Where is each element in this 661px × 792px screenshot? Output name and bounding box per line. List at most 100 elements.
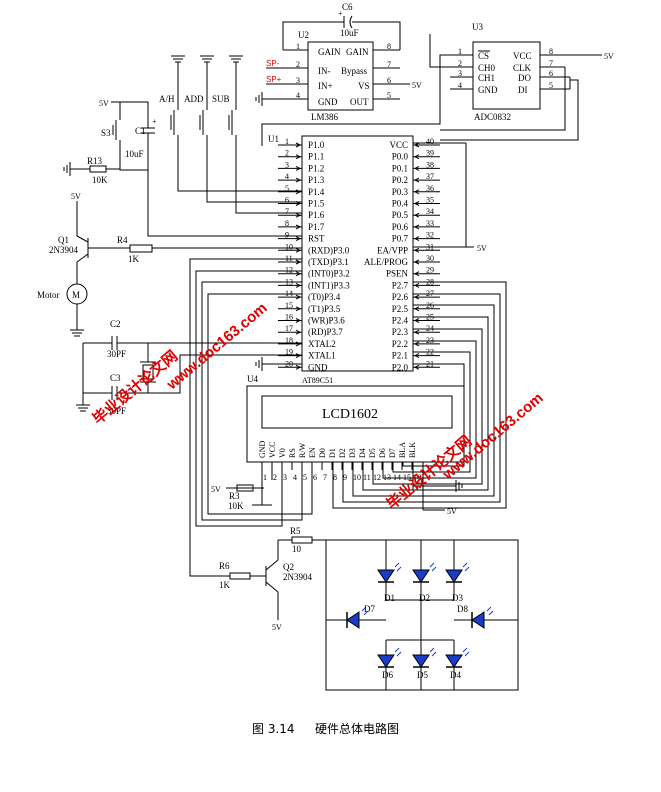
lcd-pin-label: VCC (268, 442, 277, 458)
led-d4: D4 (445, 647, 470, 680)
u1-pin-num-left: 2 (285, 149, 289, 158)
crystal-circuit: C2 30PF C3 30PF (76, 319, 302, 416)
u1-pin-num-left: 15 (285, 301, 293, 310)
u2-pin-vs: VS (358, 81, 370, 91)
u1-pin-label-right: P0.3 (392, 187, 409, 197)
u1-pin-label-right: VCC (389, 140, 408, 150)
led-d3: D3 (445, 562, 470, 603)
u1-pin-label-right: P2.0 (392, 362, 409, 372)
c1-plus: + (152, 117, 157, 126)
u1-pin-label-right: P0.1 (392, 163, 408, 173)
watermark-cn-1: 毕业设计论文网 (89, 347, 181, 428)
u3-pin-ch0: CH0 (478, 63, 496, 73)
u2-num-5: 5 (387, 91, 391, 100)
u2-ref: U2 (298, 30, 309, 40)
led-d5: D5 (412, 647, 437, 680)
lcd-pin-num: 5 (303, 473, 307, 482)
lcd-pin-num: 6 (313, 473, 317, 482)
c3-ref: C3 (110, 373, 121, 383)
lcd-pin-label: GND (258, 440, 267, 458)
u3-num-5: 5 (549, 81, 553, 90)
c6-ref: C6 (342, 2, 353, 12)
u2-num-2: 2 (296, 60, 300, 69)
r6-ref: R6 (219, 561, 230, 571)
u1-pin-label-right: P0.6 (392, 222, 409, 232)
u1-pin-label-left: XTAL1 (308, 351, 336, 361)
u1-pin-label-left: (TXD)P3.1 (308, 257, 349, 267)
led-label: D5 (417, 670, 428, 680)
u1-pin-label-left: P1.4 (308, 187, 325, 197)
r5-value: 10 (292, 544, 302, 554)
r3-value: 10K (228, 501, 244, 511)
keypad-buttons: A/H ADD SUB (159, 55, 302, 214)
s3-5v-label: 5V (99, 99, 109, 108)
u1-pin-label-left: P1.7 (308, 222, 325, 232)
figure-number: 图 3.14 (252, 722, 295, 736)
r5-ref: R5 (290, 526, 301, 536)
u1-pin-num-left: 4 (285, 172, 289, 181)
u3-num-7: 7 (549, 59, 553, 68)
u3-name: ADC0832 (474, 112, 511, 122)
lcd-pin-label: D3 (348, 448, 357, 458)
u1-pin-label-right: P0.4 (392, 199, 409, 209)
lcd-pin-num: 4 (293, 473, 297, 482)
lcd-pin-label: EN (308, 447, 317, 458)
u3-num-4: 4 (458, 81, 462, 90)
u1-right-pins: 40VCC39P0.038P0.137P0.236P0.335P0.434P0.… (364, 137, 440, 372)
u1-pin-label-left: P1.6 (308, 210, 325, 220)
u3-pin-clk: CLK (513, 63, 532, 73)
u1-pin-label-right: P0.2 (392, 175, 408, 185)
u2-5v-label: 5V (412, 81, 422, 90)
u3-num-6: 6 (549, 69, 553, 78)
lcd-pin-num: 7 (323, 473, 327, 482)
u1-pin-num-left: 5 (285, 184, 289, 193)
reset-circuit: 5V S3 C1 + 10uF R13 10K (63, 99, 302, 237)
button-add-label: ADD (184, 94, 204, 104)
u1-pin-label-right: PSEN (386, 269, 409, 279)
u1-pin-label-right: P2.4 (392, 316, 409, 326)
figure-title: 硬件总体电路图 (315, 721, 399, 736)
led-label: D4 (450, 670, 461, 680)
u1-pin-num-left: 7 (285, 207, 289, 216)
u1-pin-num-left: 12 (285, 266, 293, 275)
u1-pin-label-left: (RXD)P3.0 (308, 245, 350, 255)
u1-pin-label-left: (INT0)P3.2 (308, 269, 350, 279)
u1-pin-label-left: (WR)P3.6 (308, 316, 345, 326)
led-label: D2 (419, 593, 430, 603)
u1-pin-num-right: 33 (426, 219, 434, 228)
lcd-pin-num: 3 (283, 473, 287, 482)
r4-ref: R4 (117, 235, 128, 245)
u2-pin-gnd: GND (318, 97, 338, 107)
q1-ref: Q1 (58, 235, 69, 245)
u3-pin-ch1: CH1 (478, 73, 495, 83)
u1-pin-label-right: P2.6 (392, 292, 409, 302)
u1-pin-label-left: P1.2 (308, 163, 324, 173)
u1-pin-label-right: P2.1 (392, 351, 408, 361)
c2-value: 30PF (107, 349, 126, 359)
u2-num-7: 7 (387, 60, 391, 69)
lcd-pin-label: D1 (328, 448, 337, 458)
u1-pin-label-left: P1.3 (308, 175, 325, 185)
u1-name: AT89C51 (302, 376, 333, 385)
lcd-pin-num: 12 (373, 473, 381, 482)
led-d6: D6 (377, 647, 402, 680)
q2-ref: Q2 (283, 562, 294, 572)
s3-ref: S3 (101, 128, 111, 138)
u1-pin-label-right: P2.5 (392, 304, 409, 314)
q2-5v-label: 5V (272, 623, 282, 632)
u2-pin-bypass: Bypass (341, 66, 368, 76)
u1-5v-label: 5V (477, 244, 487, 253)
r4-value: 1K (128, 254, 140, 264)
u3-num-1: 1 (458, 47, 462, 56)
u3-num-8: 8 (549, 47, 553, 56)
lcd-5v-label: 5V (211, 485, 221, 494)
u3-ref: U3 (472, 22, 483, 32)
u1-pin-num-left: 18 (285, 336, 293, 345)
u1-pin-label-right: ALE/PROG (364, 257, 409, 267)
u4-ref: U4 (247, 374, 258, 384)
lcd-pin-label: BLA (398, 442, 407, 458)
u3-num-3: 3 (458, 69, 462, 78)
u1-pin-label-right: P2.2 (392, 339, 408, 349)
watermark-url-2: www.doc163.com (439, 389, 547, 483)
lcd-pin-label: BLK (408, 442, 417, 458)
